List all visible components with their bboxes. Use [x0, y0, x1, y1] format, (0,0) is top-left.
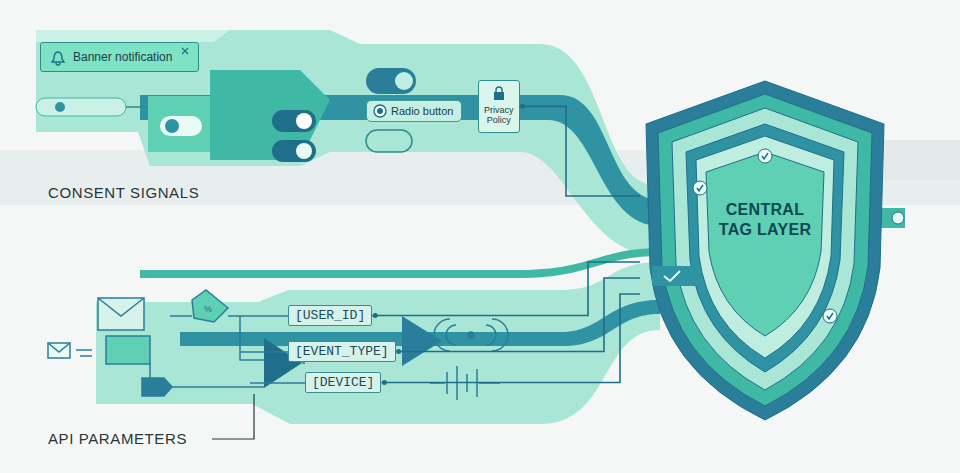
- connector-dot: [373, 313, 378, 318]
- api-icons: [142, 378, 172, 396]
- shield-layer: [686, 124, 844, 372]
- consent-band: [36, 30, 660, 255]
- node-text: Radio button: [391, 105, 453, 117]
- shield-layer: [696, 136, 834, 358]
- api-icons: [98, 298, 144, 330]
- check-mark: [758, 149, 772, 163]
- api-icons: [48, 343, 70, 352]
- consent-band: [36, 98, 126, 116]
- api-icons: [98, 298, 144, 316]
- node-text: Privacy Policy: [484, 105, 514, 126]
- shield-layer: [672, 108, 858, 390]
- api-icons: [302, 362, 305, 364]
- flow-connector: [396, 278, 640, 352]
- api-icons: [76, 350, 92, 356]
- shield-node: CENTRAL TAG LAYER: [640, 78, 890, 423]
- consent-band: [36, 30, 655, 255]
- api-band: [96, 262, 660, 424]
- consent-band: [296, 143, 312, 159]
- radio-option: Radio button: [366, 100, 462, 122]
- connector-dot: [382, 380, 387, 385]
- api-icons: %: [48, 290, 508, 400]
- close-icon: [182, 48, 188, 54]
- shield-layer: [646, 81, 884, 420]
- consent-band: [160, 116, 202, 136]
- parameter-box: [EVENT_TYPE]: [288, 341, 396, 362]
- section-label: CONSENT SIGNALS: [48, 184, 199, 201]
- lock-icon: [492, 85, 506, 101]
- radio-icon: [373, 104, 387, 118]
- check-mark: [762, 153, 768, 159]
- check-mark: [827, 313, 833, 319]
- shield-outline: [640, 78, 890, 423]
- check-mark: [823, 309, 837, 323]
- shield-layer: [706, 152, 824, 336]
- flow-connector: [520, 106, 640, 196]
- api-band: [96, 248, 660, 424]
- bell-icon: [50, 50, 66, 66]
- api-icons: [48, 343, 70, 358]
- shield-layer: [658, 94, 872, 406]
- radio-icon: [374, 105, 386, 117]
- policy-card: Privacy Policy: [478, 80, 520, 133]
- consent-band: [148, 96, 210, 152]
- api-band: [402, 316, 442, 366]
- consent-band: [395, 72, 413, 90]
- lock-icon: [494, 92, 504, 100]
- consent-band: [366, 130, 412, 152]
- percent-glyph: %: [204, 304, 212, 314]
- leader-line: [212, 394, 254, 439]
- section-label: API PARAMETERS: [48, 430, 187, 447]
- consent-band: [165, 119, 179, 133]
- node-text: CENTRAL TAG LAYER: [709, 200, 821, 240]
- shield-tab: [652, 266, 698, 286]
- node-text: [DEVICE]: [312, 375, 374, 390]
- radio-icon: [377, 108, 383, 114]
- consent-band: [272, 110, 316, 132]
- api-icons: [434, 319, 508, 351]
- check-mark: [693, 181, 707, 195]
- check-mark: [693, 181, 707, 195]
- check-mark: [823, 309, 837, 323]
- close-icon: [180, 46, 190, 56]
- flow-connector: [381, 294, 640, 383]
- banner-card: Banner notification: [40, 42, 199, 72]
- check-mark: [697, 185, 703, 191]
- parameter-box: [DEVICE]: [305, 372, 381, 393]
- consent-band: [272, 140, 316, 162]
- check-mark: [758, 149, 772, 163]
- bell-icon: [52, 52, 64, 65]
- api-band: [140, 248, 660, 278]
- parameter-box: [USER_ID]: [288, 305, 372, 326]
- node-text: [EVENT_TYPE]: [295, 344, 389, 359]
- check-mark: [664, 271, 680, 281]
- lock-icon: [496, 87, 502, 92]
- consent-band: [366, 68, 416, 94]
- consent-band: [55, 102, 65, 112]
- connector-dot: [396, 349, 401, 354]
- connector-dot: [520, 104, 525, 109]
- api-icons: [468, 332, 474, 338]
- consent-band: [296, 113, 312, 129]
- flow-connector: [372, 262, 640, 316]
- shield-ribbon: [892, 212, 904, 224]
- api-icons: [106, 336, 150, 364]
- leader-line: [212, 394, 254, 439]
- api-icons: [192, 290, 228, 322]
- consent-band: [36, 30, 230, 42]
- node-text: [USER_ID]: [295, 308, 365, 323]
- node-text: Banner notification: [73, 50, 172, 64]
- consent-band: [126, 106, 148, 108]
